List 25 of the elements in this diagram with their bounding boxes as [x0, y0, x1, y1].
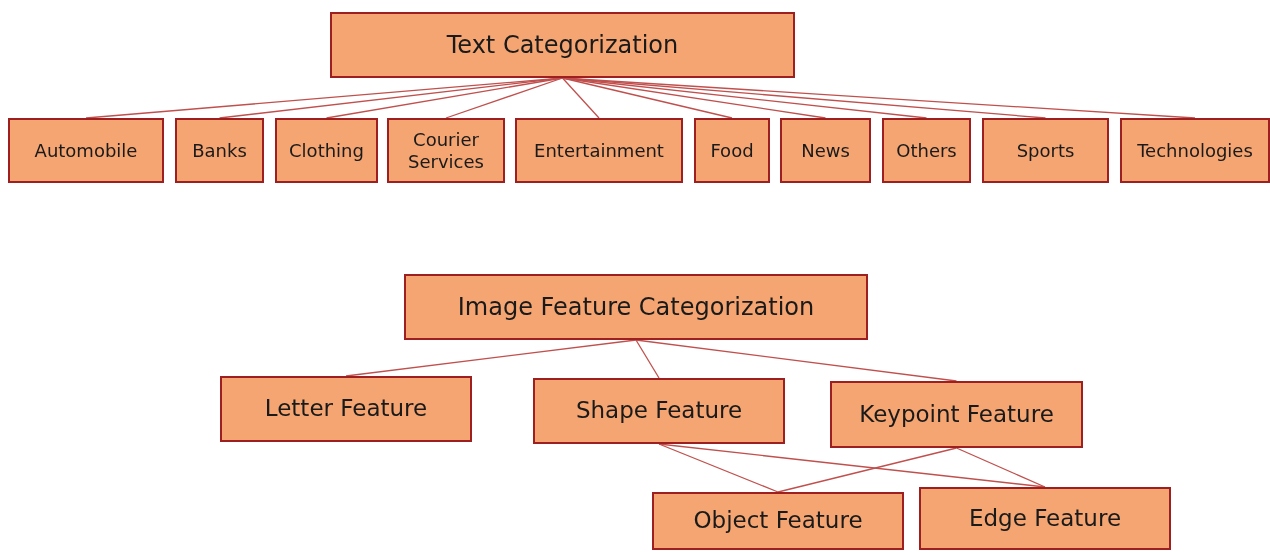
- category-box: Courier Services: [387, 118, 505, 183]
- connector-line: [635, 339, 660, 379]
- category-box: Banks: [175, 118, 264, 183]
- connector-line: [345, 339, 637, 377]
- connector-line: [445, 77, 564, 119]
- connector-line: [955, 447, 1046, 488]
- category-box: Edge Feature: [919, 487, 1171, 550]
- category-box: Keypoint Feature: [830, 381, 1083, 448]
- connector-line: [635, 339, 958, 382]
- category-box: Food: [694, 118, 770, 183]
- category-box: News: [780, 118, 871, 183]
- category-box: Object Feature: [652, 492, 904, 550]
- category-box: Entertainment: [515, 118, 683, 183]
- category-box: Technologies: [1120, 118, 1270, 183]
- category-box: Letter Feature: [220, 376, 472, 442]
- category-box: Automobile: [8, 118, 164, 183]
- category-box: Clothing: [275, 118, 378, 183]
- category-box: Sports: [982, 118, 1109, 183]
- category-box: Text Categorization: [330, 12, 795, 78]
- category-box: Shape Feature: [533, 378, 785, 444]
- connector-line: [561, 77, 600, 119]
- category-box: Image Feature Categorization: [404, 274, 868, 340]
- connector-line: [658, 443, 779, 493]
- connector-line: [777, 447, 958, 493]
- category-box: Others: [882, 118, 971, 183]
